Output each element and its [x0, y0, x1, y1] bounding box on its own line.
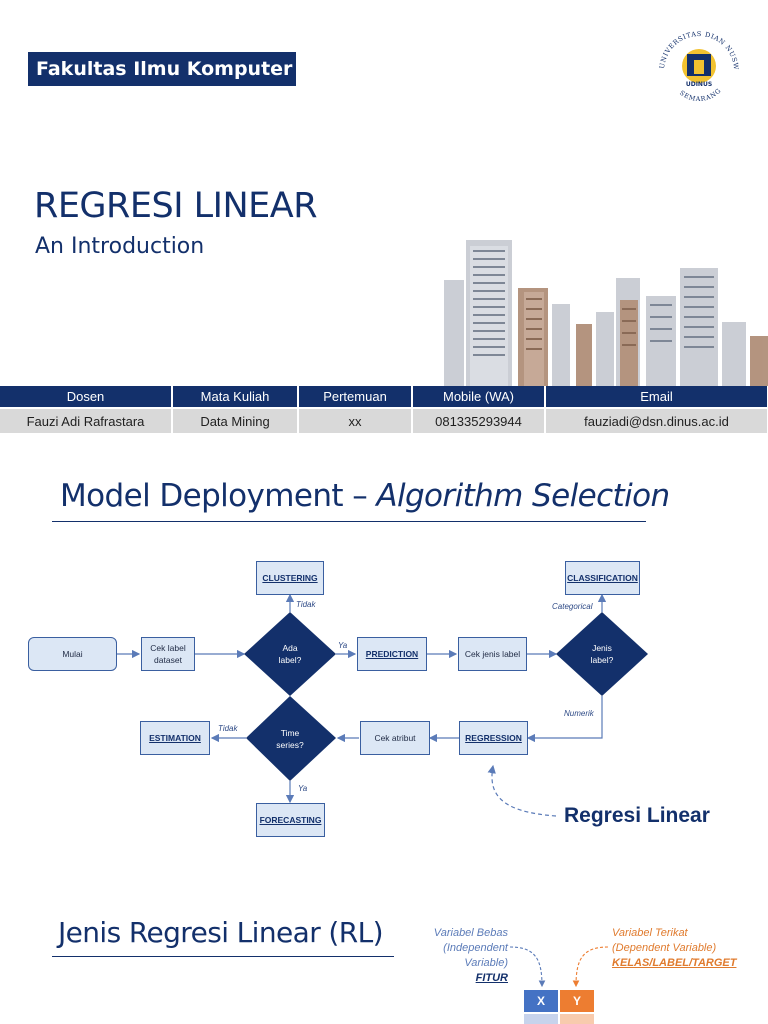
edge-label-ya-2: Ya [298, 784, 308, 793]
x-variable-box: X [524, 990, 558, 1012]
slide2-title: Model Deployment – Algorithm Selection [60, 478, 670, 514]
node-estimation: ESTIMATION [140, 721, 210, 755]
node-cek-label-line1: Cek label [150, 643, 186, 653]
decision-diamonds [244, 612, 648, 781]
edge-label-categorical: Categorical [552, 602, 593, 611]
var-bebas-fitur: FITUR [475, 972, 508, 984]
diamond-jenis-line1: Jenis [592, 643, 612, 653]
slide3-title: Jenis Regresi Linear (RL) [58, 916, 384, 949]
header-pertemuan: Pertemuan [298, 386, 413, 408]
course-info-table: Dosen Mata Kuliah Pertemuan Mobile (WA) … [0, 386, 768, 433]
slide2-title-plain: Model Deployment – [60, 478, 377, 514]
var-bebas-line1: Variabel Bebas [433, 927, 508, 939]
cell-mobile: 081335293944 [412, 407, 546, 433]
diamond-time-line1: Time [280, 728, 300, 738]
slide2-title-italic: Algorithm Selection [376, 478, 670, 514]
arrow-jenislabel-regression [526, 696, 603, 743]
diamond-ada-label-text: Ada label? [262, 642, 318, 666]
header-email: Email [545, 386, 768, 408]
udinus-logo: UNIVERSITAS DIAN NUSWANTORO SEMARANG UDI… [652, 24, 744, 116]
diamond-ada-label [244, 612, 336, 696]
flowchart-connectors [117, 593, 648, 817]
callout-regresi-linear: Regresi Linear [564, 804, 710, 827]
node-clustering: CLUSTERING [256, 561, 324, 595]
node-cek-label-line2: dataset [154, 655, 182, 665]
edge-label-numerik: Numerik [564, 709, 594, 718]
node-regression: REGRESSION [459, 721, 528, 755]
node-prediction: PREDICTION [357, 637, 427, 671]
slide-subtitle: An Introduction [35, 234, 205, 259]
diamond-jenis-label [556, 612, 648, 696]
node-mulai: Mulai [28, 637, 117, 671]
var-bebas-line2: (Independent [443, 942, 508, 954]
cell-email: fauziadi@dsn.dinus.ac.id [545, 407, 768, 433]
diamond-time-series-text: Time series? [262, 727, 318, 751]
slide3-title-underline [52, 956, 394, 957]
edge-label-tidak-2: Tidak [218, 724, 238, 733]
node-classification: CLASSIFICATION [565, 561, 640, 595]
slide-title: REGRESI LINEAR [34, 186, 318, 226]
variabel-bebas-label: Variabel Bebas (Independent Variable) FI… [412, 926, 508, 986]
x-column-cell [524, 1014, 558, 1024]
node-cek-atribut: Cek atribut [360, 721, 430, 755]
cell-mata-kuliah: Data Mining [172, 407, 299, 433]
diamond-ada-line2: label? [278, 655, 302, 665]
faculty-banner: Fakultas Ilmu Komputer [28, 52, 296, 86]
city-skyline-illustration [444, 240, 768, 386]
callout-arrow-regresi-linear [487, 764, 557, 817]
cell-dosen: Fauzi Adi Rafrastara [0, 407, 173, 433]
variable-pointer-arrows [509, 946, 609, 988]
header-mata-kuliah: Mata Kuliah [172, 386, 299, 408]
var-terikat-kelas: KELAS/LABEL/TARGET [612, 957, 737, 969]
diamond-jenis-label-text: Jenis label? [574, 642, 630, 666]
node-cek-jenis-label: Cek jenis label [458, 637, 527, 671]
header-dosen: Dosen [0, 386, 173, 408]
table-header-row: Dosen Mata Kuliah Pertemuan Mobile (WA) … [0, 386, 768, 408]
table-row: Fauzi Adi Rafrastara Data Mining xx 0813… [0, 407, 768, 433]
logo-inner-text: UDINUS [686, 81, 712, 88]
slide2-title-underline [52, 521, 646, 522]
edge-label-tidak-1: Tidak [296, 600, 316, 609]
node-cek-label-dataset: Cek label dataset [141, 637, 195, 671]
y-column-cell [560, 1014, 594, 1024]
arrow-terikat-to-y [572, 946, 609, 988]
var-terikat-line1: Variabel Terikat [612, 927, 688, 939]
var-bebas-line3: Variable) [464, 957, 508, 969]
var-terikat-line2: (Dependent Variable) [612, 942, 717, 954]
cell-pertemuan: xx [298, 407, 413, 433]
diamond-jenis-line2: label? [590, 655, 614, 665]
arrow-bebas-to-x [509, 946, 546, 988]
y-variable-box: Y [560, 990, 594, 1012]
diamond-time-series [246, 696, 336, 781]
header-mobile: Mobile (WA) [412, 386, 546, 408]
diamond-ada-line1: Ada [282, 643, 298, 653]
diamond-time-line2: series? [276, 740, 304, 750]
edge-label-ya-1: Ya [338, 641, 348, 650]
variabel-terikat-label: Variabel Terikat (Dependent Variable) KE… [612, 926, 752, 971]
node-forecasting: FORECASTING [256, 803, 325, 837]
